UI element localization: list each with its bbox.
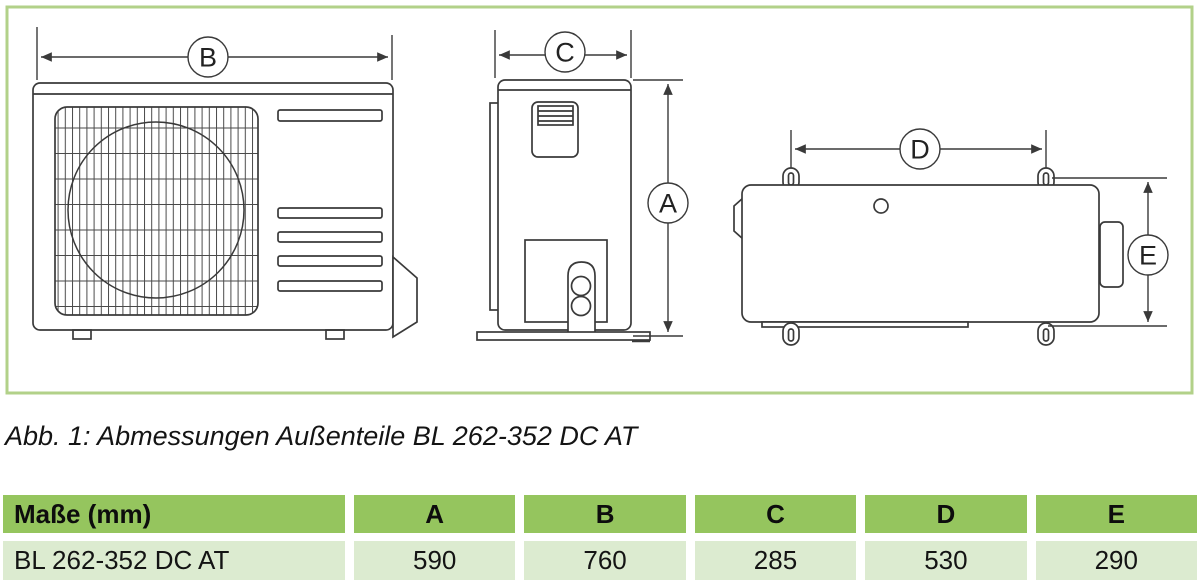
dimension-c: [494, 30, 632, 78]
top-view: [733, 128, 1169, 346]
dimension-a: [633, 79, 689, 337]
dimension-label-a-circle: [647, 182, 689, 224]
dimension-b: [36, 27, 393, 80]
dimension-figure: B C A D E: [5, 5, 1194, 395]
screw-hole: [873, 198, 889, 214]
table-cell-value-c: 285: [694, 541, 857, 580]
table-header-b: B: [524, 495, 686, 533]
unit-body-side: [497, 79, 632, 331]
dimension-label-e: E: [1139, 241, 1157, 271]
vent-box: [531, 101, 579, 158]
pipe-connection: [570, 275, 592, 297]
table-header-c: C: [694, 495, 857, 533]
dimensions-table: Maße (mm) A B C D E BL 262-352 DC AT 590…: [3, 495, 1197, 580]
left-tab: [733, 197, 744, 240]
dimension-label-e-circle: [1127, 234, 1169, 276]
fan-circle: [67, 121, 245, 299]
dimension-label-c: C: [555, 38, 575, 68]
dimension-d: [790, 128, 1047, 170]
table-header-d: D: [865, 495, 1027, 533]
table-cell-value-a: 590: [354, 541, 516, 580]
dimension-label-d: D: [910, 135, 930, 165]
dimension-label-b: B: [199, 43, 217, 73]
table-header-masse: Maße (mm): [3, 495, 345, 533]
louver-slot: [277, 280, 383, 292]
front-view: [32, 27, 418, 340]
louver-slot: [277, 109, 383, 122]
pipe-outlet-cover: [1099, 221, 1124, 288]
service-panel: [524, 239, 608, 323]
base-edge: [761, 321, 969, 328]
unit-body-top: [741, 184, 1100, 323]
table-cell-value-b: 760: [524, 541, 686, 580]
table-header-e: E: [1035, 495, 1197, 533]
figure-caption: Abb. 1: Abmessungen Außenteile BL 262-35…: [5, 421, 638, 451]
louver-slot: [277, 207, 383, 219]
side-flap: [392, 255, 418, 339]
table-header-a: A: [354, 495, 516, 533]
louver-slot: [277, 255, 383, 267]
dimension-label-c-circle: [544, 31, 586, 73]
pipe-connection: [570, 295, 592, 317]
side-view: [476, 30, 689, 343]
unit-foot: [72, 329, 92, 340]
dimension-label-a: A: [659, 189, 677, 219]
dimension-label-d-circle: [899, 128, 941, 170]
mounting-foot: [782, 322, 1055, 346]
louver-slot: [277, 231, 383, 243]
table-cell-value-e: 290: [1035, 541, 1197, 580]
table-cell-value-d: 530: [865, 541, 1027, 580]
unit-foot: [325, 329, 345, 340]
dimension-label-b-circle: [187, 36, 229, 78]
fan-grille: [54, 106, 259, 316]
dimension-e: [1048, 177, 1169, 327]
table-cell-model: BL 262-352 DC AT: [3, 541, 345, 580]
